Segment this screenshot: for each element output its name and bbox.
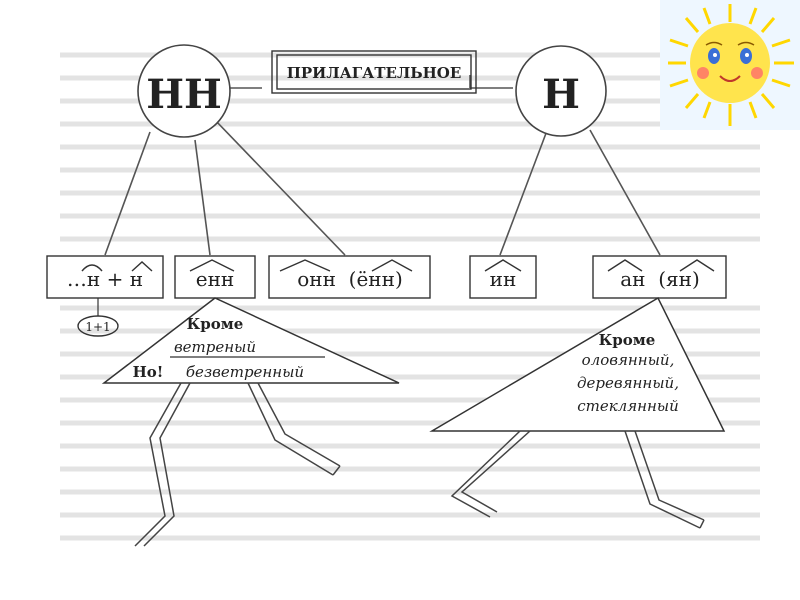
suffix-text-enn: енн <box>196 267 235 291</box>
note-oval-text: 1+1 <box>85 320 110 334</box>
left-exception-but-label: Но! <box>133 363 164 381</box>
right-triangle <box>429 296 726 432</box>
left-exception-head: Кроме <box>187 315 244 333</box>
suffix-text-onn: онн (ённ) <box>297 267 403 291</box>
right-exception-word-1: оловянный, <box>582 351 675 369</box>
title-box: ПРИЛАГАТЕЛЬНОЕ <box>271 50 477 94</box>
right-exception-head: Кроме <box>599 331 656 349</box>
suffix-text-an: ан (ян) <box>620 267 700 291</box>
suffix-box-an <box>592 255 727 299</box>
left-circle: НН <box>137 44 231 138</box>
right-suffix-boxes <box>469 255 727 299</box>
right-circle-label: Н <box>542 71 580 118</box>
left-triangle <box>101 297 400 384</box>
left-legs <box>134 382 341 547</box>
suffix-text-in: ин <box>490 267 517 291</box>
right-exception-word-2: деревянный, <box>577 374 679 392</box>
suffix-box-in <box>469 255 537 299</box>
right-exception-word-3: стеклянный <box>577 397 679 415</box>
left-exception-but-word: безветренный <box>186 363 304 381</box>
sun-decoration <box>660 0 800 130</box>
suffix-box-onn <box>268 255 431 299</box>
suffix-box-nn-compound <box>46 255 164 299</box>
right-circle: Н <box>515 45 607 137</box>
left-circle-label: НН <box>146 71 222 118</box>
note-oval: 1+1 <box>77 298 119 337</box>
suffix-text-nn-compound: …н + н <box>67 267 143 291</box>
diagram-title: ПРИЛАГАТЕЛЬНОЕ <box>287 64 462 82</box>
suffix-marks <box>81 259 715 272</box>
right-legs <box>450 430 705 529</box>
left-exception-word: ветреный <box>174 338 256 356</box>
connector-lines <box>104 75 661 256</box>
